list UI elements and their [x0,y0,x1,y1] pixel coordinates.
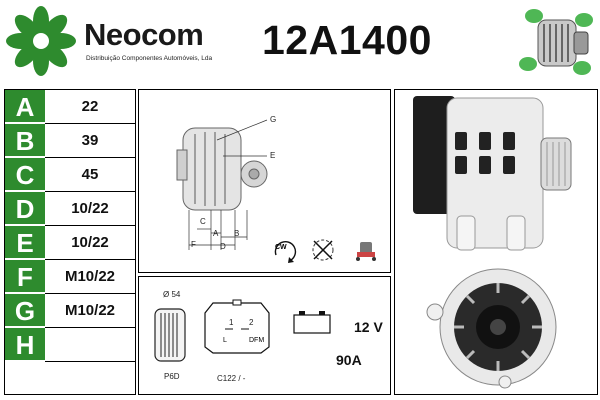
spec-table: A 22 B 39 C 45 D 10/22 E 10/22 F M10/22 … [4,89,136,395]
spec-value: M10/22 [45,294,135,328]
pulley-diameter: Ø 54 [163,290,181,299]
rotation-label: CW [275,244,287,251]
spec-letter: G [5,294,45,328]
electrical-panel: Ø 54 P6D 1 2 L DFM C122 / - 12 V 90A [138,276,391,395]
pin-2-label: 2 [249,318,254,327]
diagram-label-e: E [270,151,276,160]
product-photo-panel [394,89,598,395]
rotation-cw-icon [274,241,297,263]
terminal-dfm-label: DFM [249,337,265,344]
spec-row-a: A 22 [5,90,135,124]
spec-row-e: E 10/22 [5,226,135,260]
spec-value: M10/22 [45,260,135,294]
spec-letter: D [5,192,45,226]
spec-row-f: F M10/22 [5,260,135,294]
spec-value: 22 [45,90,135,124]
battery-icon [293,311,331,334]
part-number: 12A1400 [262,17,432,63]
connector-code: C122 / - [217,374,246,383]
spec-letter: F [5,260,45,294]
amperage-value: 90A [336,352,362,368]
alternator-rear-photo [426,268,557,389]
spec-letter: A [5,90,45,124]
spec-letter: E [5,226,45,260]
spec-row-g: G M10/22 [5,294,135,328]
spec-value [45,328,135,362]
diagram-label-f: F [191,240,196,249]
alternator-line-drawing [176,119,268,250]
spec-letter: C [5,158,45,192]
connector-icon [204,299,270,354]
voltage-value: 12 V [354,319,383,335]
spec-letter: B [5,124,45,158]
spec-value: 39 [45,124,135,158]
brand-name: Neocom [84,17,204,52]
pin-1-label: 1 [229,318,234,327]
spec-row-b: B 39 [5,124,135,158]
spec-row-h: H [5,328,135,362]
mounting-icon [356,242,376,261]
spec-row-d: D 10/22 [5,192,135,226]
dimension-diagram-panel: G E C A B F D CW [138,89,391,273]
spec-value: 45 [45,158,135,192]
spec-letter: H [5,328,45,362]
alternator-side-photo [413,96,572,251]
diagram-label-a: A [213,229,219,238]
neocom-logo-icon [6,6,76,76]
pulley-icon [154,308,186,362]
diagram-label-g: G [270,115,277,124]
spec-value: 10/22 [45,192,135,226]
brand-tagline: Distribuição Componentes Automóveis, Lda [86,55,213,62]
spec-value: 10/22 [45,226,135,260]
no-disassemble-icon [312,239,334,261]
alternator-thumbnail-icon [519,9,593,75]
diagram-label-b: B [234,229,240,238]
diagram-label-c: C [200,217,206,226]
pulley-type: P6D [164,372,180,381]
spec-row-c: C 45 [5,158,135,192]
terminal-l-label: L [223,337,227,344]
diagram-label-d: D [220,242,226,251]
